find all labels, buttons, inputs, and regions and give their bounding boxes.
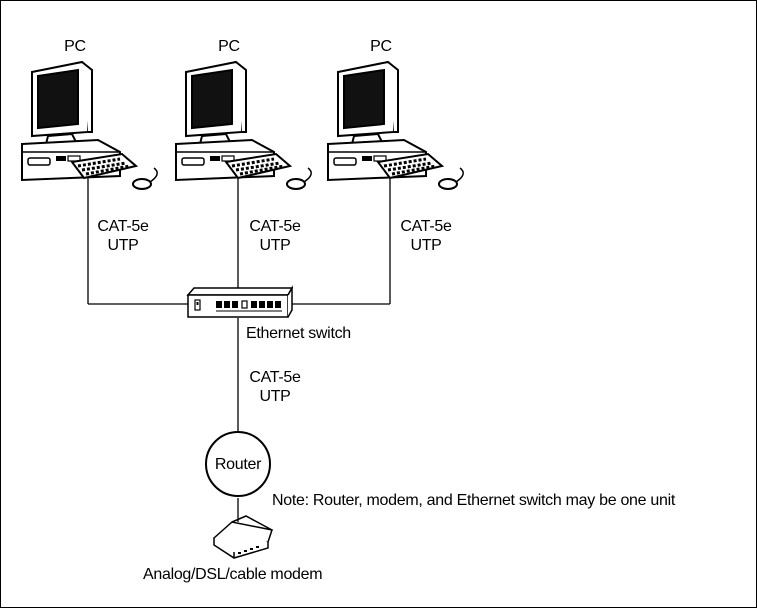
modem-label: Analog/DSL/cable modem: [143, 566, 323, 583]
cable-label-pc1-line1: CAT-5e: [97, 218, 149, 235]
pc-icon: [326, 60, 465, 191]
cable-label-pc3-line2: UTP: [410, 237, 442, 254]
pc-icon: [20, 60, 159, 191]
modem-icon: [212, 515, 273, 559]
switch-label: Ethernet switch: [246, 325, 351, 342]
router-icon: [205, 431, 271, 497]
cable-label-pc2-line1: CAT-5e: [249, 218, 301, 235]
cable-label-router-line2: UTP: [259, 388, 291, 405]
connection-lines: [87, 175, 391, 522]
note-text: Note: Router, modem, and Ethernet switch…: [272, 492, 675, 509]
ethernet-switch-icon: [186, 285, 294, 318]
pc-label: PC: [64, 38, 86, 55]
pc-label: PC: [370, 38, 392, 55]
cable-label-pc1-line2: UTP: [107, 237, 139, 254]
cable-label-pc3-line1: CAT-5e: [400, 218, 452, 235]
cable-label-pc2-line2: UTP: [259, 237, 291, 254]
router-label: Router: [214, 456, 262, 473]
pc-icon: [174, 60, 313, 191]
cable-label-router-line1: CAT-5e: [249, 369, 301, 386]
pc-label: PC: [218, 38, 240, 55]
